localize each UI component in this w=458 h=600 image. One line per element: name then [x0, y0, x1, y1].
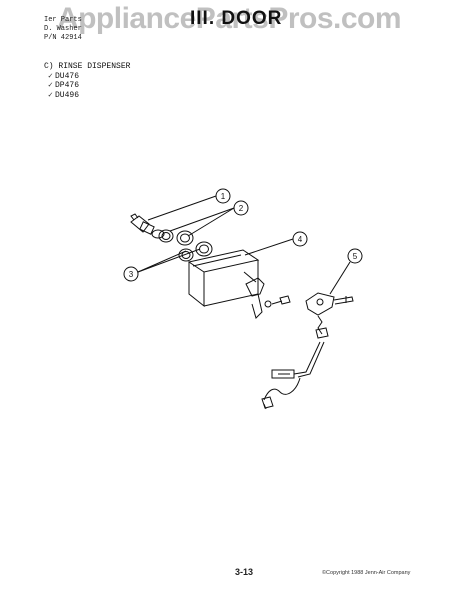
header-line-3: P/N 42914	[44, 34, 82, 42]
section-block: C) RINSE DISPENSER ✓DU476 ✓DP476 ✓DU496	[44, 62, 130, 100]
copyright-notice: ©Copyright 1988 Jenn-Air Company	[322, 570, 411, 576]
watermark-text: AppliancePartsPros.com	[56, 2, 402, 35]
dispenser-cap-part	[130, 213, 165, 239]
header-line-2: D. Washer	[44, 25, 82, 33]
model-label: DU476	[55, 71, 80, 81]
model-label: DP476	[55, 81, 80, 90]
checkmark-icon: ✓	[48, 90, 53, 100]
callout-label-5: 5	[353, 252, 358, 261]
actuator-assembly-part	[261, 292, 354, 410]
dispenser-housing-part	[187, 249, 291, 319]
page-title: III. DOOR	[190, 8, 283, 29]
callout-label-2: 2	[239, 204, 244, 213]
callout-circle-1	[215, 188, 231, 204]
leader-line-2b	[187, 207, 235, 237]
callout-label-3: 3	[129, 270, 134, 279]
callout-circle-3	[123, 266, 139, 282]
section-heading: C) RINSE DISPENSER	[44, 62, 131, 71]
leader-line-5	[329, 261, 351, 295]
leader-line-2a	[169, 207, 235, 232]
callout-label-1: 1	[221, 192, 226, 201]
ring-part	[178, 241, 213, 262]
model-item: ✓DU476	[44, 72, 130, 82]
page-number: 3-13	[235, 567, 254, 577]
header-block: Ier Parts D. Washer P/N 42914	[44, 16, 82, 43]
leader-line-3b	[137, 248, 201, 273]
callout-label-4: 4	[298, 235, 303, 244]
leader-line-4	[244, 238, 294, 256]
checkmark-icon: ✓	[48, 71, 53, 81]
model-item: ✓DP476	[44, 81, 130, 91]
gasket-part	[158, 229, 194, 246]
callout-circle-5	[347, 248, 363, 264]
checkmark-icon: ✓	[48, 81, 53, 90]
leader-line-1	[147, 195, 217, 221]
model-item: ✓DU496	[44, 91, 130, 101]
model-label: DU496	[55, 90, 80, 100]
callout-circle-4	[292, 231, 308, 247]
header-line-1: Ier Parts	[44, 16, 82, 24]
callout-circle-2	[233, 200, 249, 216]
